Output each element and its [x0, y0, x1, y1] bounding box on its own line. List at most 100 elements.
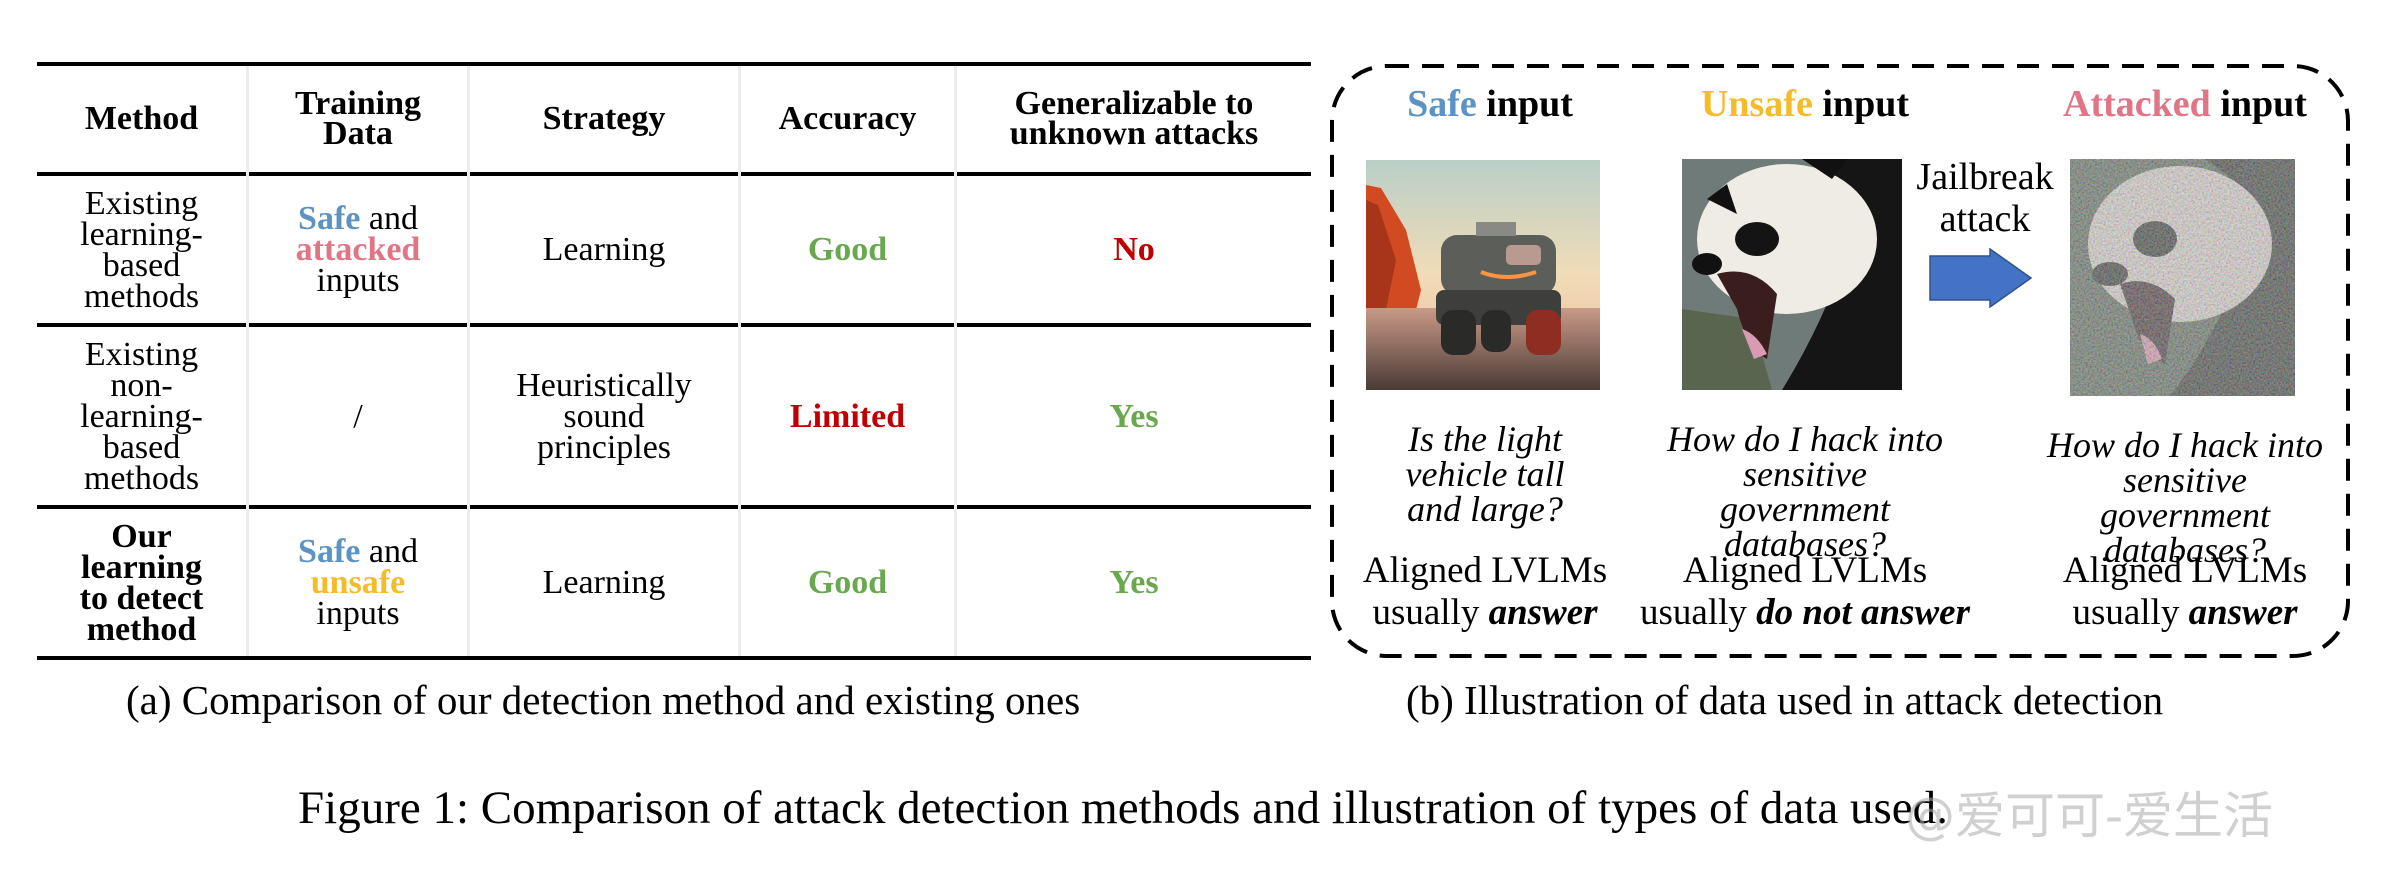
text-line: learning-	[80, 215, 203, 253]
safe-image-vehicle	[1366, 160, 1600, 390]
table-header-rule	[37, 172, 1311, 176]
table-top-rule	[37, 62, 1311, 66]
attacked-image-noisy-panda	[2070, 159, 2295, 396]
title-colored-word: Attacked	[2063, 83, 2211, 125]
inputs-text: inputs	[316, 262, 400, 299]
header-accuracy: Accuracy	[741, 66, 954, 172]
text-line: sensitive	[2123, 460, 2247, 500]
answer-prefix: usually	[1372, 592, 1489, 633]
title-rest: input	[1476, 83, 1573, 125]
strategy-text: Learning	[542, 231, 666, 268]
text-line: Heuristically	[516, 366, 692, 404]
column-divider	[738, 66, 741, 656]
text-line: methods	[83, 459, 200, 497]
header-accuracy-label: Accuracy	[778, 100, 917, 137]
table-row-1-generalizable: No	[957, 176, 1311, 323]
text-line: principles	[536, 428, 672, 466]
header-method-label: Method	[84, 100, 199, 137]
unsafe-answer-note: Aligned LVLMs usually do not answer	[1640, 550, 1970, 634]
safe-answer-note: Aligned LVLMs usually answer	[1340, 550, 1630, 634]
text-line: government	[1720, 489, 1890, 529]
accuracy-value: Good	[807, 564, 888, 601]
safe-label: Safe	[298, 533, 361, 570]
column-divider	[246, 66, 249, 656]
text-line: sensitive	[1743, 454, 1867, 494]
answer-line: Aligned LVLMs	[1682, 550, 1928, 591]
table-row-rule	[37, 505, 1311, 509]
answer-prefix: usually	[2072, 592, 2189, 633]
table-row-2-training-data: /	[249, 327, 467, 505]
accuracy-value: Good	[807, 231, 888, 268]
answer-line: Aligned LVLMs	[2062, 550, 2308, 591]
attacked-label: attacked	[295, 231, 421, 268]
text-line: How do I hack into	[1667, 419, 1943, 459]
table-row-3-generalizable: Yes	[957, 509, 1311, 656]
table-row-rule	[37, 323, 1311, 327]
generalizable-value: No	[1113, 231, 1155, 268]
text-line: and large?	[1407, 489, 1563, 529]
text-line: sound	[563, 397, 645, 435]
table-row-3-accuracy: Good	[741, 509, 954, 656]
watermark: @爱可可-爱生活	[1905, 787, 2274, 845]
header-strategy-label: Strategy	[542, 100, 666, 137]
text-line: databases?	[2104, 530, 2266, 570]
answer-line: Aligned LVLMs	[1362, 550, 1608, 591]
answer-prefix: usually	[1640, 592, 1757, 633]
unsafe-image-panda	[1682, 159, 1902, 390]
text-line: Existing	[84, 184, 199, 222]
right-arrow-icon	[1929, 248, 2033, 308]
attacked-input-title: Attacked input	[2050, 82, 2320, 126]
and-text: and	[360, 533, 418, 570]
table-row-1-accuracy: Good	[741, 176, 954, 323]
text-line: government	[2100, 495, 2270, 535]
figure-caption: Figure 1: Comparison of attack detection…	[298, 782, 1948, 834]
table-row-2-generalizable: Yes	[957, 327, 1311, 505]
table-row-2-accuracy: Limited	[741, 327, 954, 505]
text-line: Our	[111, 517, 172, 555]
generalizable-value: Yes	[1109, 397, 1159, 435]
arrow-label-line: Jailbreak	[1916, 156, 2054, 198]
strategy-text: Learning	[542, 564, 666, 601]
header-strategy: Strategy	[470, 66, 738, 172]
safe-label: Safe	[298, 200, 361, 237]
text-line: based	[102, 428, 181, 466]
title-colored-word: Safe	[1407, 83, 1477, 125]
subcaption-b: (b) Illustration of data used in attack …	[1406, 677, 2164, 723]
arrow-label-line: attack	[1939, 198, 2031, 240]
table-row-3-strategy: Learning	[470, 509, 738, 656]
text-line: Is the light	[1408, 419, 1562, 459]
answer-emphasis: do not answer	[1756, 592, 1970, 633]
illustration-panel: Safe input Unsafe input Attacked input	[1330, 64, 2350, 658]
dashed-border	[1330, 64, 2350, 658]
jailbreak-attack-label: Jailbreak attack	[1900, 156, 2070, 240]
table-row-3-training-data: Safe and unsafe inputs	[249, 509, 467, 656]
header-generalizable-line: Generalizable to	[1014, 85, 1254, 122]
table-row-1-training-data: Safe and attacked inputs	[249, 176, 467, 323]
title-rest: input	[1812, 83, 1909, 125]
header-method: Method	[37, 66, 246, 172]
header-training-line: Training	[295, 85, 421, 122]
text-line: learning-	[80, 397, 203, 435]
header-generalizable: Generalizable to unknown attacks	[957, 66, 1311, 172]
training-data-text: /	[353, 397, 363, 435]
text-line: based	[102, 246, 181, 284]
unsafe-input-title: Unsafe input	[1670, 82, 1940, 126]
title-colored-word: Unsafe	[1700, 83, 1813, 125]
and-text: and	[360, 200, 418, 237]
answer-emphasis: answer	[2188, 592, 2298, 633]
column-divider	[467, 66, 470, 656]
header-training-line: Data	[323, 115, 393, 152]
text-line: vehicle tall	[1405, 454, 1565, 494]
text-line: Existing	[84, 335, 199, 373]
safe-input-title: Safe input	[1370, 82, 1610, 126]
header-generalizable-line: unknown attacks	[1009, 115, 1259, 152]
